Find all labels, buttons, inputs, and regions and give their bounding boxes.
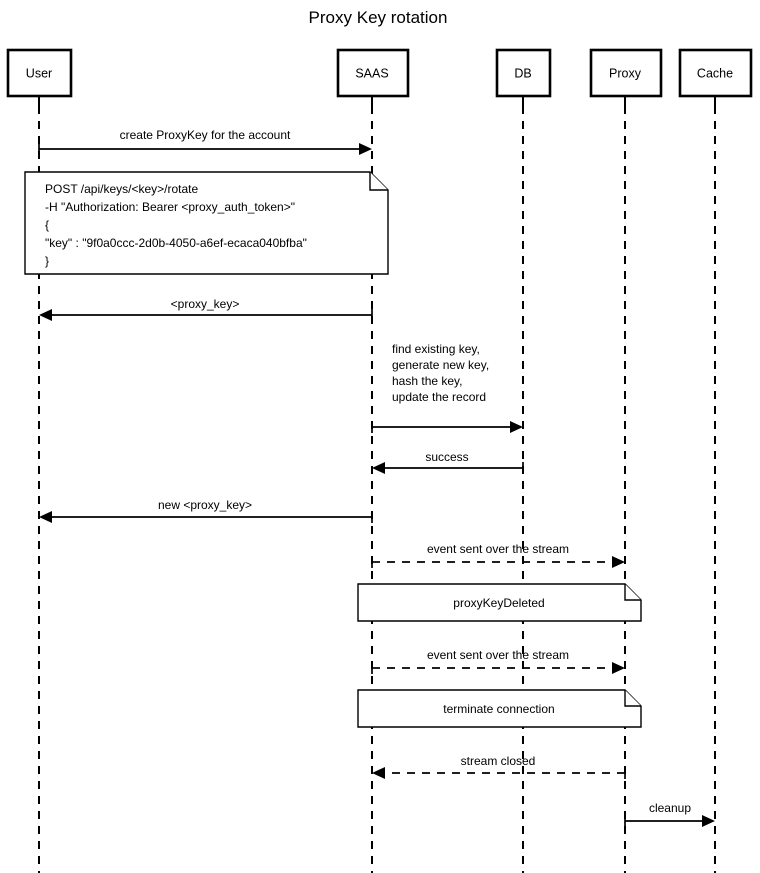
message-m6[interactable]: event sent over the stream xyxy=(371,542,625,568)
message-m5[interactable]: new <proxy_key> xyxy=(39,498,373,523)
message-m2[interactable]: <proxy_key> xyxy=(39,297,373,321)
message-label-m8: stream closed xyxy=(461,754,536,768)
message-label-m5: new <proxy_key> xyxy=(158,498,252,512)
note-request-body xyxy=(24,171,389,275)
arrowhead-icon-m9 xyxy=(702,815,715,827)
note-proxy-key-deleted-body xyxy=(357,583,642,622)
arrowhead-icon-m1 xyxy=(359,143,372,155)
participant-label-user: User xyxy=(26,67,52,81)
arrowhead-icon-m8 xyxy=(372,767,385,779)
saas-activity: find existing key, generate new key, hash … xyxy=(392,342,489,404)
participant-box-user[interactable] xyxy=(6,48,73,98)
saas-activity-line-3: update the record xyxy=(392,390,486,404)
note-request-line-4: } xyxy=(45,254,49,268)
page-title: Proxy Key rotation xyxy=(309,8,448,27)
note-request: POST /api/keys/<key>/rotate -H "Authoriza… xyxy=(24,171,389,275)
note-terminate-connection: terminate connection xyxy=(357,689,642,728)
participant-user[interactable]: User xyxy=(6,48,73,98)
message-m8[interactable]: stream closed xyxy=(372,754,626,779)
participant-label-db: DB xyxy=(514,67,531,81)
message-m1[interactable]: create ProxyKey for the account xyxy=(38,128,372,155)
arrowhead-icon-m4 xyxy=(372,462,385,474)
message-label-m6: event sent over the stream xyxy=(427,542,569,556)
participant-db[interactable]: DB xyxy=(495,48,552,98)
message-label-m7: event sent over the stream xyxy=(427,648,569,662)
note-request-line-0: POST /api/keys/<key>/rotate xyxy=(45,182,199,196)
saas-activity-line-0: find existing key, xyxy=(392,342,480,356)
note-request-line-1: -H "Authorization: Bearer <proxy_auth_to… xyxy=(45,200,295,214)
participant-label-proxy: Proxy xyxy=(609,67,642,81)
activity-layer: find existing key, generate new key, hash … xyxy=(392,342,489,404)
saas-activity-line-2: hash the key, xyxy=(392,374,463,388)
message-m4[interactable]: success xyxy=(372,450,524,474)
message-m3[interactable] xyxy=(371,421,523,433)
note-proxy-key-deleted: proxyKeyDeleted xyxy=(357,583,642,622)
message-label-m9: cleanup xyxy=(649,801,691,815)
message-label-m2: <proxy_key> xyxy=(171,297,240,311)
note-terminate-connection-line-0: terminate connection xyxy=(443,702,554,716)
message-label-m1: create ProxyKey for the account xyxy=(120,128,291,142)
note-proxy-key-deleted-line-0: proxyKeyDeleted xyxy=(453,596,544,610)
message-m9[interactable]: cleanup xyxy=(624,801,715,827)
participants-layer: User SAAS DB Proxy Cache xyxy=(6,48,753,98)
arrowhead-icon-m6 xyxy=(612,556,625,568)
participant-saas[interactable]: SAAS xyxy=(336,48,410,98)
note-request-line-2: { xyxy=(45,218,49,232)
participant-box-saas[interactable] xyxy=(336,48,410,98)
arrowhead-icon-m7 xyxy=(612,662,625,674)
participant-label-cache: Cache xyxy=(697,67,733,81)
participant-box-cache[interactable] xyxy=(678,48,753,98)
note-terminate-connection-body xyxy=(357,689,642,728)
note-terminate-connection-fold-corner-icon xyxy=(624,690,641,707)
note-request-fold-corner-icon xyxy=(369,172,388,191)
participant-label-saas: SAAS xyxy=(355,67,388,81)
participant-box-db[interactable] xyxy=(495,48,552,98)
note-proxy-key-deleted-fold-corner-icon xyxy=(624,584,641,601)
arrowhead-icon-m2 xyxy=(39,309,52,321)
participant-proxy[interactable]: Proxy xyxy=(589,48,663,98)
arrowhead-icon-m3 xyxy=(510,421,523,433)
saas-activity-line-1: generate new key, xyxy=(392,358,489,372)
messages-layer: create ProxyKey for the account <proxy_ke… xyxy=(38,128,715,827)
message-m7[interactable]: event sent over the stream xyxy=(371,648,625,674)
arrowhead-icon-m5 xyxy=(39,511,52,523)
note-request-line-3: "key" : "9f0a0ccc-2d0b-4050-a6ef-ecaca04… xyxy=(45,236,307,250)
message-label-m4: success xyxy=(425,450,468,464)
notes-layer: POST /api/keys/<key>/rotate -H "Authoriza… xyxy=(24,171,642,728)
participant-cache[interactable]: Cache xyxy=(678,48,753,98)
participant-box-proxy[interactable] xyxy=(589,48,663,98)
